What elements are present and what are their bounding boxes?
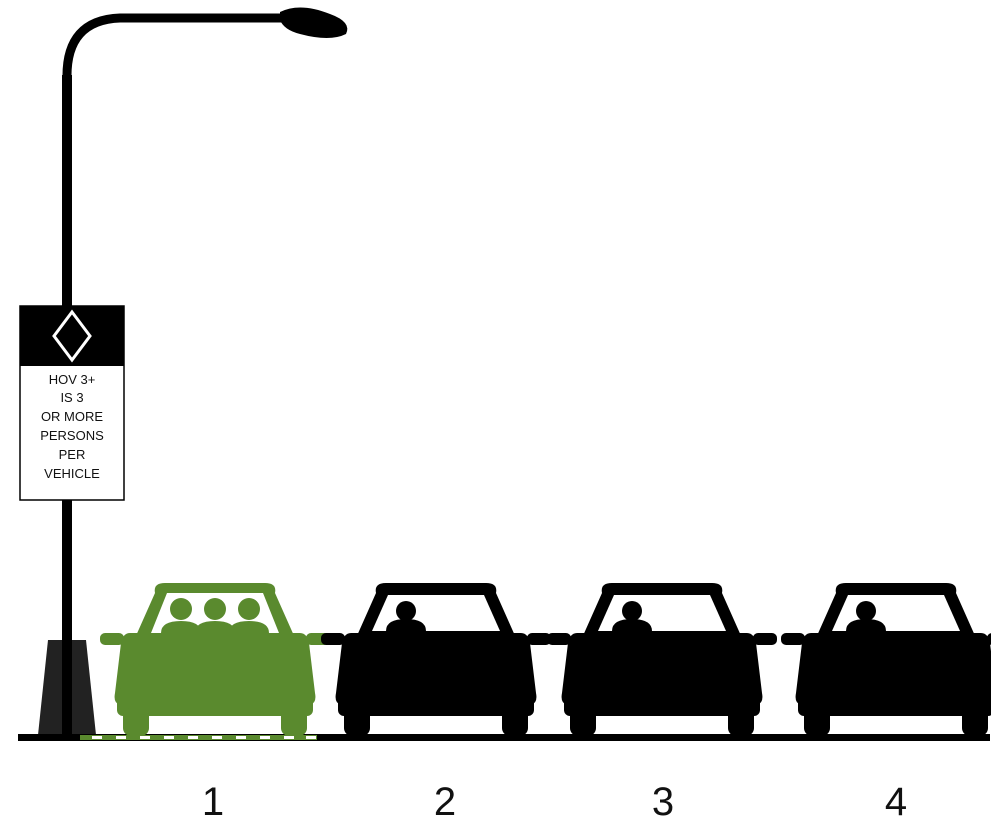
light-arm [67,18,290,78]
hov-lane-marking [80,735,317,740]
sign-line-5: PER [59,447,86,462]
hov-lane-stripe [80,735,317,740]
lane-number-3: 3 [652,780,674,817]
sign-line-6: VEHICLE [44,466,100,481]
lane-number-4: 4 [885,780,907,817]
occupants-icon [161,598,269,633]
lamp-head [280,7,347,38]
car-lane-3 [547,583,777,736]
pole-base-right [72,640,96,735]
sign-header [20,306,124,366]
sign-line-1: HOV 3+ [49,372,96,387]
pole-base-left [38,640,62,735]
lane-number-1: 1 [202,780,224,817]
sign-line-3: OR MORE [41,409,103,424]
hov-car [100,583,330,736]
hov-sign: HOV 3+ IS 3 OR MORE PERSONS PER VEHICLE [20,306,124,500]
car-lane-2 [321,583,551,736]
car-lane-4 [781,583,991,736]
sign-line-4: PERSONS [40,428,104,443]
lane-number-2: 2 [434,780,456,817]
sign-line-2: IS 3 [60,390,83,405]
